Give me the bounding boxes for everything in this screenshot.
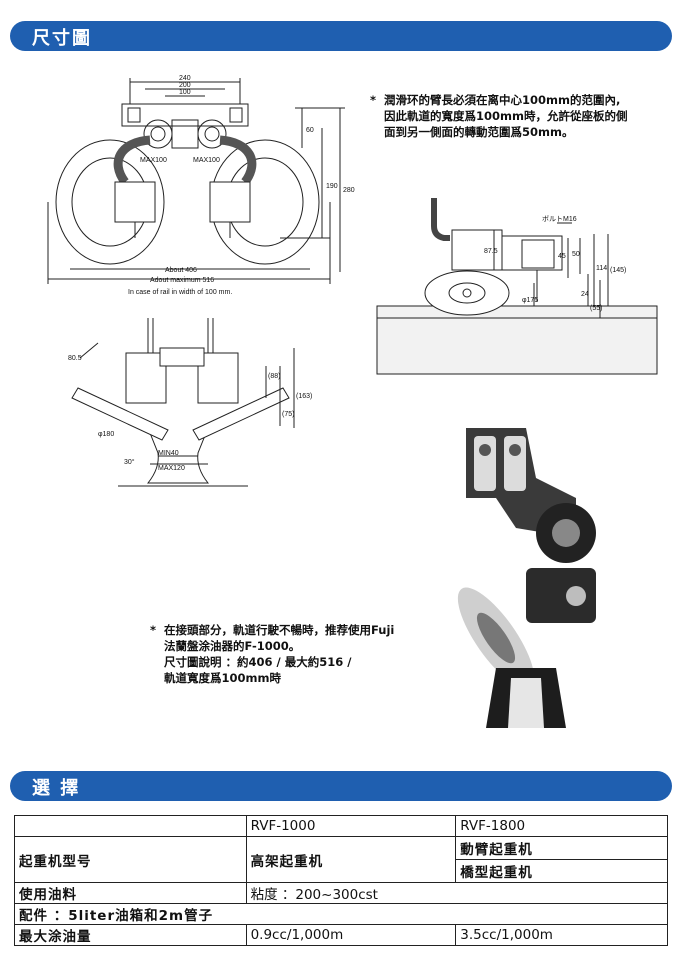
note-line: 在接頭部分，軌道行駛不暢時，推荐使用Fuji (164, 623, 395, 637)
dim-280: 280 (343, 187, 355, 194)
note-asterisk: * (150, 623, 157, 637)
oil-value: 粘度 ：200~300cst (245, 882, 669, 904)
note-line: 因此軌道的寬度爲100mm時，允許從座板的側 (384, 109, 628, 123)
dim-phi-175: φ175 (522, 297, 538, 304)
note-joint-recommendation: * 在接頭部分，軌道行駛不暢時，推荐使用Fuji 法蘭盤涂油器的F-1000。 … (150, 622, 450, 690)
table-row: RVF-1000 RVF-1800 (14, 815, 668, 837)
table-row: 起重机型号 高架起重机 動臂起重机 (14, 836, 668, 883)
selection-table: RVF-1000 RVF-1800 起重机型号 高架起重机 動臂起重机 橋型起重… (14, 815, 669, 946)
table-header-cell (14, 815, 247, 837)
dim-88: (88) (268, 373, 280, 380)
dim-60: 60 (306, 127, 314, 134)
dim-145: (145) (610, 267, 626, 274)
note-line: 潤滑环的臂長必須在离中心100mm的范圍內, (384, 93, 621, 107)
section-header-selection: 選 擇 (10, 771, 672, 801)
max100-right-label: MAX100 (193, 157, 220, 164)
note-line: 尺寸圖說明 ：約406 / 最大約516 / (164, 655, 352, 669)
dim-240: 240 (179, 75, 191, 82)
note-asterisk: * (370, 93, 377, 107)
dim-55: (55) (590, 305, 602, 312)
table-header-rvf-1800: RVF-1800 (455, 815, 668, 837)
note-line: 面到另一側面的轉動范圍爲50mm。 (384, 125, 574, 139)
crane-model-label: 起重机型号 (14, 836, 247, 883)
max-oil-rvf-1000: 0.9cc/1,000m (245, 924, 457, 946)
max100-left-label: MAX100 (140, 157, 167, 164)
min40-label: MIN40 (158, 450, 179, 457)
product-photo (456, 418, 624, 728)
note-line: 法蘭盤涂油器的F-1000。 (164, 639, 301, 653)
dim-87-5: 87.5 (484, 248, 498, 255)
section-title-dimensions: 尺寸圖 (32, 28, 92, 49)
dimension-drawing-side: ボルトM16 87.5 45 50 24 114 (145) (55) φ175 (376, 198, 658, 375)
dim-75: (75) (282, 411, 294, 418)
table-row: 橋型起重机 (15, 859, 668, 883)
max120-label: MAX120 (158, 465, 185, 472)
dim-50: 50 (572, 251, 580, 258)
note-line: 軌道寬度爲100mm時 (164, 671, 281, 685)
dimension-drawing-top: 240 200 100 MAX100 MAX100 60 190 280 Abo… (47, 75, 355, 296)
dim-phi-180: φ180 (98, 431, 114, 438)
crane-model-rvf-1800-jib: 動臂起重机 (455, 836, 668, 860)
bolt-m16-label: ボルトM16 (542, 215, 577, 223)
table-row: 最大涂油量 0.9cc/1,000m 3.5cc/1,000m (14, 924, 668, 946)
dim-80-5: 80.5 (68, 355, 82, 362)
section-header-dimensions: 尺寸圖 (10, 21, 672, 51)
dim-24: 24 (581, 291, 589, 298)
crane-model-rvf-1000: 高架起重机 (245, 836, 457, 883)
table-row: 使用油料 粘度 ：200~300cst (14, 882, 669, 904)
table-header-rvf-1000: RVF-1000 (245, 815, 457, 837)
dim-45: 45 (558, 253, 566, 260)
crane-model-rvf-1800-bridge: 橋型起重机 (455, 859, 668, 883)
oil-label: 使用油料 (14, 882, 247, 904)
about-max-516-label: Adout maximum 516 (150, 277, 214, 284)
dim-163: (163) (296, 393, 312, 400)
about-406-label: About 406 (165, 267, 197, 274)
max-oil-rvf-1800: 3.5cc/1,000m (455, 924, 668, 946)
dim-114: 114 (596, 265, 607, 272)
dim-190: 190 (326, 183, 338, 190)
table-row: 配件 ：5liter油箱和2m管子 (14, 903, 668, 925)
section-title-selection: 選 擇 (32, 778, 81, 799)
angle-30: 30° (124, 458, 135, 466)
dim-200: 200 (179, 82, 191, 89)
note-arm-length: * 潤滑环的臂長必須在离中心100mm的范圍內, 因此軌道的寬度爲100mm時，… (370, 92, 670, 144)
dim-100: 100 (179, 89, 191, 96)
dimension-drawing-front: 80.5 (88) (75) (163) φ180 30° MIN40 MAX1… (68, 318, 312, 487)
max-oil-label: 最大涂油量 (14, 924, 247, 946)
accessory-row: 配件 ：5liter油箱和2m管子 (14, 903, 668, 925)
rail-width-caption: In case of rail in width of 100 mm. (128, 289, 232, 296)
